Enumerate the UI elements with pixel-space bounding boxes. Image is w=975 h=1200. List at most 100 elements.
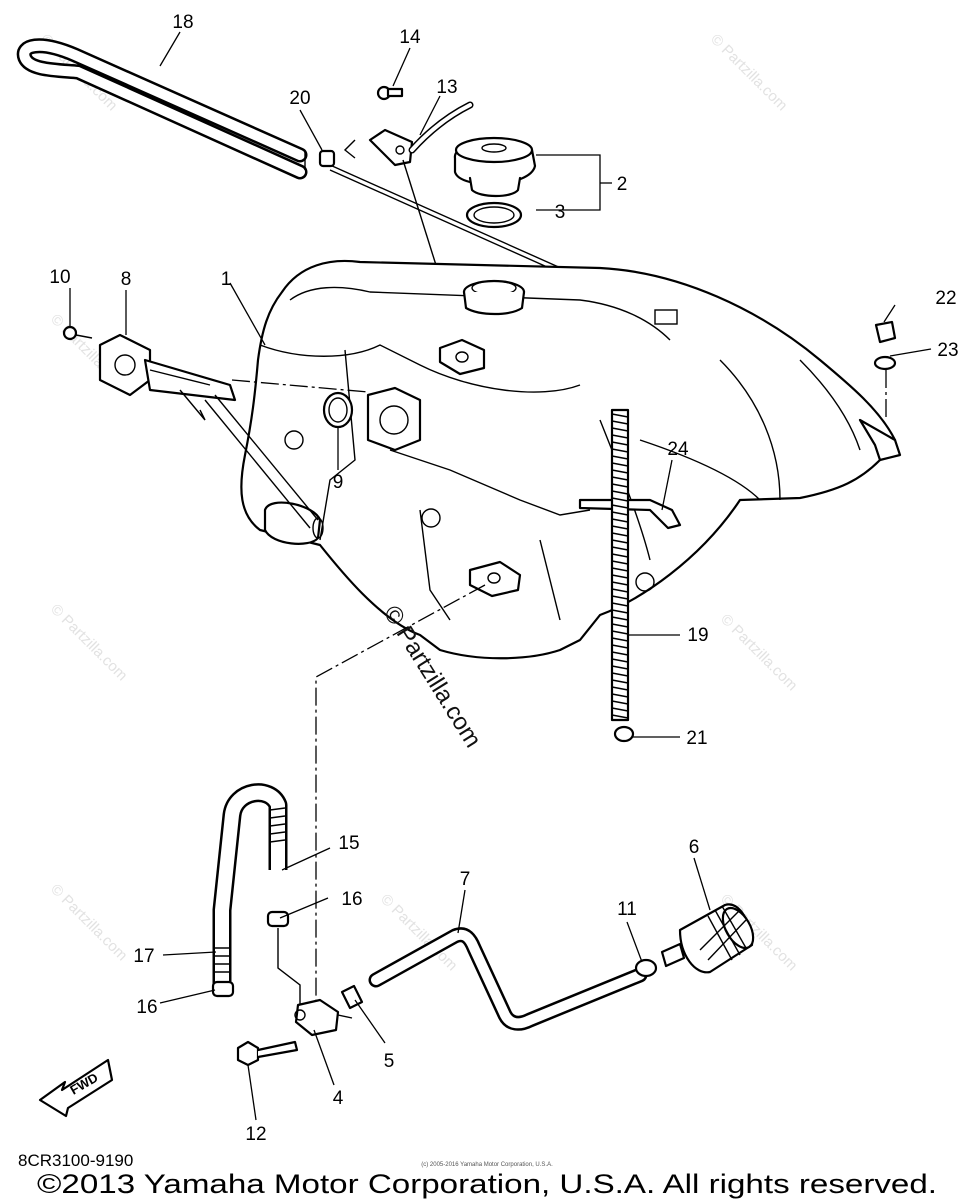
gasket-3 xyxy=(465,201,523,229)
hose-rib xyxy=(611,434,629,439)
hose-rib xyxy=(611,455,629,460)
clip-16-lower xyxy=(211,980,235,998)
hose-rib xyxy=(611,539,629,544)
watermark-tile: © Partzilla.com xyxy=(47,601,130,684)
hose-rib xyxy=(611,518,629,523)
bolt-12 xyxy=(236,1040,299,1067)
hose-rib xyxy=(611,616,629,621)
callout-13: 13 xyxy=(436,77,457,98)
watermark-tile: © Partzilla.com xyxy=(47,881,130,964)
hose-rib xyxy=(611,581,629,586)
hose-rib xyxy=(611,462,629,467)
hose-rib xyxy=(611,413,629,418)
callout-9: 9 xyxy=(333,472,344,493)
hose-rib xyxy=(611,644,629,649)
hose-rib xyxy=(611,651,629,656)
hose-rib xyxy=(611,420,629,425)
callout-2: 2 xyxy=(617,174,628,195)
hose-rib xyxy=(611,714,629,719)
hose-rib-group xyxy=(213,807,286,973)
hose-rib xyxy=(611,511,629,516)
corrugated-hose-19 xyxy=(610,408,630,722)
fuel-tank-1 xyxy=(240,259,902,660)
hose-rib xyxy=(611,567,629,572)
small-copyright: (c) 2005-2016 Yamaha Motor Corporation, … xyxy=(421,1162,553,1168)
callout-19: 19 xyxy=(687,625,708,646)
hose-rib xyxy=(611,630,629,635)
hose-rib xyxy=(611,700,629,705)
callout-20: 20 xyxy=(289,88,310,109)
screw-14 xyxy=(376,85,404,101)
filter-mesh xyxy=(699,905,747,961)
hose-rib xyxy=(611,497,629,502)
hose-rib xyxy=(611,553,629,558)
screw-10 xyxy=(62,325,93,341)
callout-23: 23 xyxy=(937,340,958,361)
fuel-hose-7 xyxy=(368,927,648,1031)
hose-rib xyxy=(611,658,629,663)
callout-16-upper: 16 xyxy=(341,889,362,910)
hose-rib xyxy=(611,609,629,614)
petcock-4 xyxy=(294,998,353,1037)
strap-24 xyxy=(578,498,682,530)
hose-rib xyxy=(611,602,629,607)
callout-15: 15 xyxy=(338,833,359,854)
callout-14: 14 xyxy=(399,27,421,48)
hose-rib xyxy=(611,427,629,432)
outlet-line xyxy=(315,584,486,1000)
fuel-cap-2 xyxy=(453,136,537,198)
hose-rib xyxy=(611,525,629,530)
fuel-hose-15-17 xyxy=(212,783,288,985)
hose-rib xyxy=(611,623,629,628)
callout-18: 18 xyxy=(172,12,193,33)
callout-16-lower: 16 xyxy=(136,997,157,1018)
hose-rib xyxy=(611,665,629,670)
hose-rib xyxy=(611,637,629,642)
callout-11: 11 xyxy=(617,899,637,920)
callout-22: 22 xyxy=(935,288,956,309)
diagram-code: 8CR3100-9190 xyxy=(18,1151,133,1170)
hose-rib xyxy=(611,546,629,551)
callout-1: 1 xyxy=(221,269,232,290)
hose-rib xyxy=(611,686,629,691)
clip-16-upper xyxy=(266,910,290,928)
hose-rib xyxy=(611,441,629,446)
hose-rib xyxy=(611,490,629,495)
clip-21 xyxy=(613,725,635,743)
hose-rib xyxy=(611,504,629,509)
clip-20 xyxy=(318,149,336,168)
nut-22 xyxy=(874,320,897,344)
callout-8: 8 xyxy=(121,269,132,290)
fwd-arrow: FWD xyxy=(38,1058,114,1118)
callout-5: 5 xyxy=(384,1051,395,1072)
callout-7: 7 xyxy=(460,869,471,890)
callout-3: 3 xyxy=(555,202,566,223)
hose-rib xyxy=(611,588,629,593)
fuel-filter-6 xyxy=(660,903,755,974)
hose-rib xyxy=(611,595,629,600)
hose-rib xyxy=(611,693,629,698)
hose-rib xyxy=(611,672,629,677)
hose-rib xyxy=(611,679,629,684)
copyright-notice: ©2013 Yamaha Motor Corporation, U.S.A. A… xyxy=(37,1169,937,1199)
hose-rib xyxy=(611,469,629,474)
bracket-13 xyxy=(343,101,474,349)
hose-rib xyxy=(611,476,629,481)
callout-6: 6 xyxy=(689,837,700,858)
hose-rib xyxy=(611,574,629,579)
callout-labels: 1 2 3 4 5 6 7 8 9 10 11 12 13 14 15 16 1… xyxy=(49,12,958,1145)
washer-23 xyxy=(873,355,897,371)
hose-rib xyxy=(611,483,629,488)
hose-rib xyxy=(611,448,629,453)
watermark-tile: © Partzilla.com xyxy=(717,611,800,694)
callout-17: 17 xyxy=(133,946,154,967)
hose-rib xyxy=(611,707,629,712)
callout-21: 21 xyxy=(686,728,707,749)
clip-11 xyxy=(634,958,658,978)
fuel-pump-8 xyxy=(98,333,369,529)
callout-12: 12 xyxy=(245,1124,266,1145)
callout-24: 24 xyxy=(667,439,689,460)
o-ring-9 xyxy=(322,391,354,429)
callout-10: 10 xyxy=(49,267,70,288)
